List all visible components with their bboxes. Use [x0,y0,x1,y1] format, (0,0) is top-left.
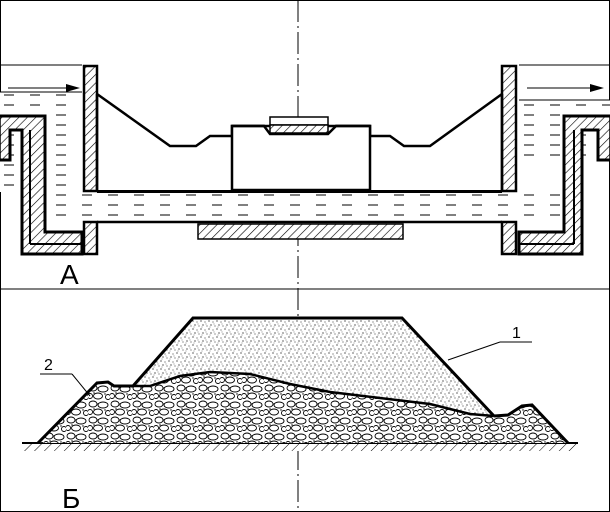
layer-boundary [133,370,495,418]
central-block [230,124,372,192]
panel-a: А [0,64,610,290]
left-gate-post [82,64,99,193]
foundation-slab [197,223,404,240]
right-gate-post [500,64,518,193]
inflow-arrow [8,84,80,92]
pile-outline [36,316,496,445]
gravel-layer [38,372,568,443]
top-sample-plate [269,116,329,126]
ground-hatch [22,443,578,451]
callout-2-label: 2 [44,357,53,374]
right-basin-outline [517,114,610,256]
callout-2-leader [71,373,91,397]
central-block-top [232,124,370,136]
callout-1-label: 1 [512,325,521,342]
outflow-arrow [527,84,604,92]
top-sample-layer [269,124,329,134]
callout-1-leader [447,341,501,361]
left-post-footing [82,220,99,256]
right-post-footing [500,220,518,256]
panel-b: 1 2 Б [22,316,578,512]
pile-outline-right [493,403,570,445]
sand-layer [133,318,494,416]
left-basin-outline [0,114,84,256]
panel-a-label: А [60,259,79,290]
channel-floor [97,190,502,193]
underdrain-water [45,191,560,223]
panel-b-label: Б [62,483,80,512]
